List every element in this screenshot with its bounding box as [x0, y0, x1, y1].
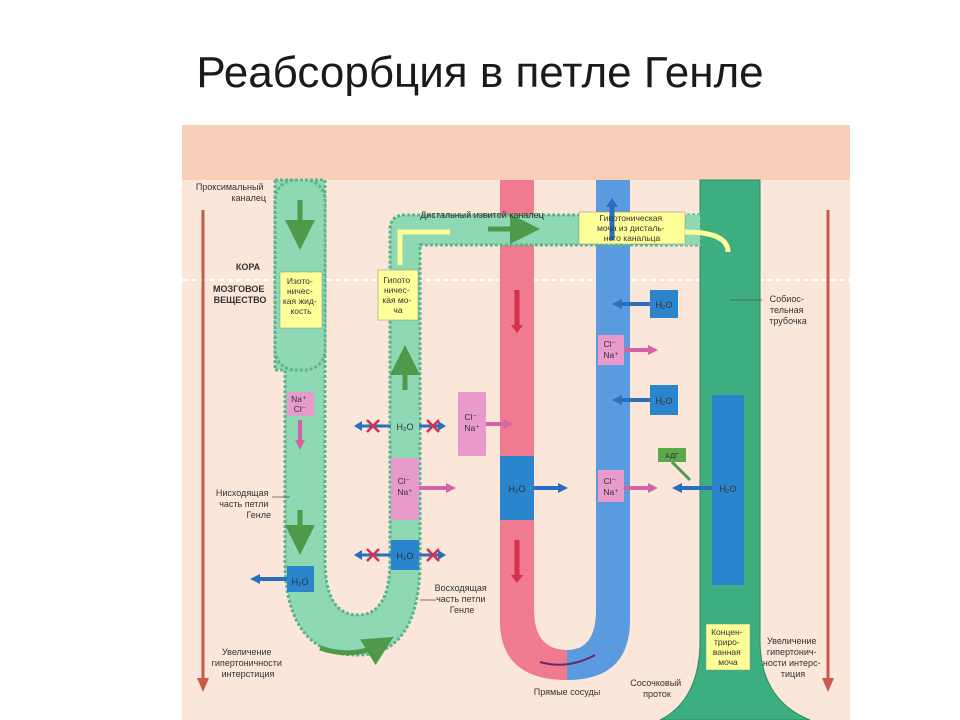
collecting-flow-arrow	[684, 229, 731, 253]
vasa-recta-label: Прямые сосуды	[534, 687, 600, 697]
interstitial-clna-head	[503, 419, 513, 429]
vein-h2o-in-head-1	[612, 299, 622, 309]
vein-clna-box-1	[598, 335, 624, 365]
clna-label-2: Cl⁻ Na⁺	[464, 412, 480, 433]
adh-arrow	[670, 460, 692, 482]
hypotonic-box	[377, 269, 419, 321]
vein-h2o-in-head-2	[612, 395, 622, 405]
ascending-label: Восходящая часть петли Генле	[435, 583, 490, 615]
hypotonic-distal-box	[578, 211, 686, 245]
loop-flow-arrow	[319, 636, 394, 666]
clna-label-3: Cl⁻ Na⁺	[603, 339, 619, 360]
ascending-clna-box	[391, 458, 419, 520]
artery-flow-head-1	[511, 325, 523, 333]
nacl-label-1: Na⁺ Cl⁻	[291, 394, 309, 414]
descending-h2o-out-head	[250, 574, 260, 584]
ascending-clna-out-head	[446, 483, 456, 493]
h2o-label-2: H₂O	[397, 422, 414, 432]
vein-flow-head	[606, 198, 618, 207]
vasa-recta-exchange-arrow	[539, 654, 596, 666]
increase-right-label: Увеличение гипертонич- ности интерс- тиц…	[763, 636, 823, 679]
blocked-h2o-arrow-upper	[354, 419, 446, 433]
blocked-h2o-arrow-lower	[354, 548, 446, 562]
artery-flow-head-2	[511, 575, 523, 583]
adh-box	[658, 448, 686, 462]
vein-clna-box-2	[598, 470, 624, 502]
h2o-label-1: H₂O	[292, 577, 309, 587]
distal-label: Дистальный извитой каналец	[420, 210, 544, 220]
descending-h2o-box	[287, 566, 314, 592]
artery-h2o-box	[500, 456, 534, 520]
concentrated-urine-label: Концен- триро- ванная моча	[711, 627, 745, 667]
medulla-label: МОЗГОВОЕ ВЕЩЕСТВО	[213, 284, 267, 305]
isotonic-box	[279, 271, 323, 329]
cortex-band	[182, 125, 850, 180]
increase-left-label: Увеличение гипертоничности интерстиция	[212, 647, 285, 679]
clna-label-4: Cl⁻ Na⁺	[603, 476, 619, 497]
collecting-h2o-box	[712, 395, 744, 585]
concentrated-urine-box	[705, 623, 751, 671]
artery-h2o-out-head	[558, 483, 568, 493]
vein-clna-out-head-1	[648, 345, 658, 355]
h2o-label-6: H₂O	[656, 396, 673, 406]
descending-nacl-box	[287, 392, 314, 416]
papillary-label: Сосочковый проток	[630, 678, 683, 699]
proximal-label: Проксимальный каналец	[196, 182, 266, 203]
left-gradient-arrowhead	[197, 678, 209, 692]
vein-h2o-box-1	[650, 290, 678, 318]
page-title: Реабсорбция в петле Генле	[196, 48, 764, 97]
h2o-label-3: H₂O	[397, 551, 414, 561]
adh-label: АДГ	[665, 453, 679, 460]
vein-clna-out-head-2	[648, 483, 658, 493]
descending-label: Нисходящая часть петли Генле	[216, 488, 271, 520]
collecting-label: Собиос- тельная трубочка	[769, 294, 806, 326]
vein-h2o-box-2	[650, 385, 678, 415]
h2o-label-4: H₂O	[509, 484, 526, 494]
h2o-label-7: H₂O	[720, 484, 737, 494]
ascending-h2o-box	[391, 412, 419, 440]
h2o-label-5: H₂O	[656, 300, 673, 310]
collecting-h2o-out-head	[672, 483, 682, 493]
right-gradient-arrowhead	[822, 678, 834, 692]
descending-nacl-head	[295, 440, 305, 450]
cortex-label: КОРА	[236, 262, 261, 272]
hypotonic-distal-label: Гипотоническая моча из дисталь- ного кан…	[597, 213, 667, 243]
interstitial-clna-box	[458, 392, 486, 456]
ascending-h2o-box-2	[391, 540, 419, 570]
hypotonic-flow-arrow	[397, 229, 450, 265]
isotonic-label: Изото- ничес- кая жид- кость	[283, 276, 319, 316]
hypotonic-label: Гипото ничес- кая мо- ча	[382, 275, 413, 315]
clna-label-1: Cl⁻ Na⁺	[397, 476, 413, 497]
